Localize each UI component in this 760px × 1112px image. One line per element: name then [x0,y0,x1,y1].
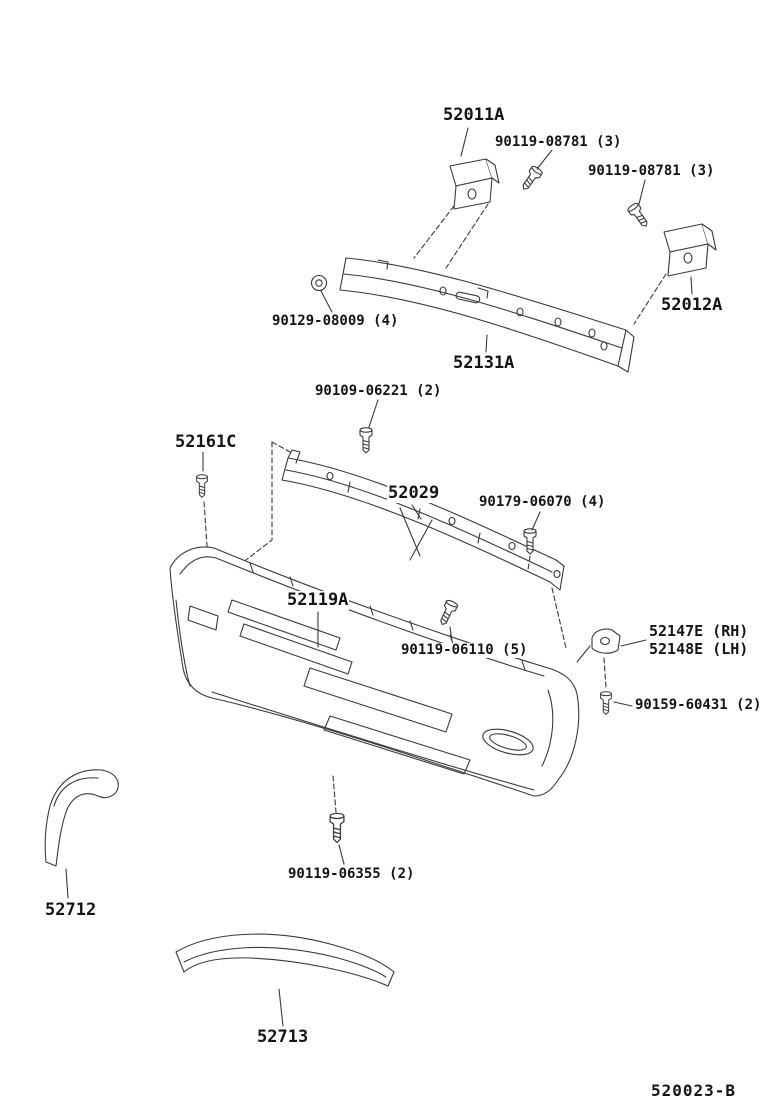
part-bumper-stay-bracket-52011A [449,158,500,210]
part-label-90119-08781-a: 90119-08781 (3) [494,134,623,151]
bolt-90119-08781-icon [626,201,652,231]
part-label-52131A: 52131A [452,353,516,373]
part-bumper-stay-bracket-52012A [663,223,717,277]
diagram-code: 520023-B [650,1081,738,1100]
part-label-52011A: 52011A [442,105,506,125]
bolt-90109-06221-icon [359,427,373,454]
part-lower-moulding-52713 [175,933,395,987]
part-label-52147E-RH: 52147E (RH) [648,622,750,640]
assembly-guide-lines [203,203,667,813]
part-label-90119-08781-b: 90119-08781 (3) [587,163,716,180]
leader-lines [65,127,693,1027]
part-front-bumper-cover-52119A [169,546,580,797]
fastener-90129-08009-icon [310,274,328,292]
part-label-90109-06221: 90109-06221 (2) [314,383,443,400]
part-label-52712: 52712 [44,900,98,920]
part-label-90119-06110: 90119-06110 (5) [400,642,529,659]
part-label-52119A: 52119A [286,590,350,610]
part-bumper-retainer-52029 [281,449,565,591]
part-label-90129-08009: 90129-08009 (4) [271,313,400,330]
part-bumper-side-bracket-52147E [576,628,621,663]
part-label-90179-06070: 90179-06070 (4) [478,494,607,511]
bolt-90119-08781-icon [518,164,544,194]
part-label-52161C: 52161C [174,432,238,452]
part-label-52713: 52713 [256,1027,310,1047]
part-side-moulding-52712 [44,769,119,867]
bolt-90119-06110-icon [436,598,459,628]
part-label-52148E-LH: 52148E (LH) [648,640,750,658]
part-label-52029: 52029 [387,483,441,503]
part-label-52012A: 52012A [660,295,724,315]
part-label-90119-06355: 90119-06355 (2) [287,866,416,883]
part-bumper-reinforcement-52131A [339,257,635,373]
part-label-90159-60431: 90159-60431 (2) [634,697,760,714]
bolt-90119-06355-icon [329,812,345,844]
screw-90159-60431-icon [600,691,612,715]
bolt-52161C-icon [196,474,208,498]
